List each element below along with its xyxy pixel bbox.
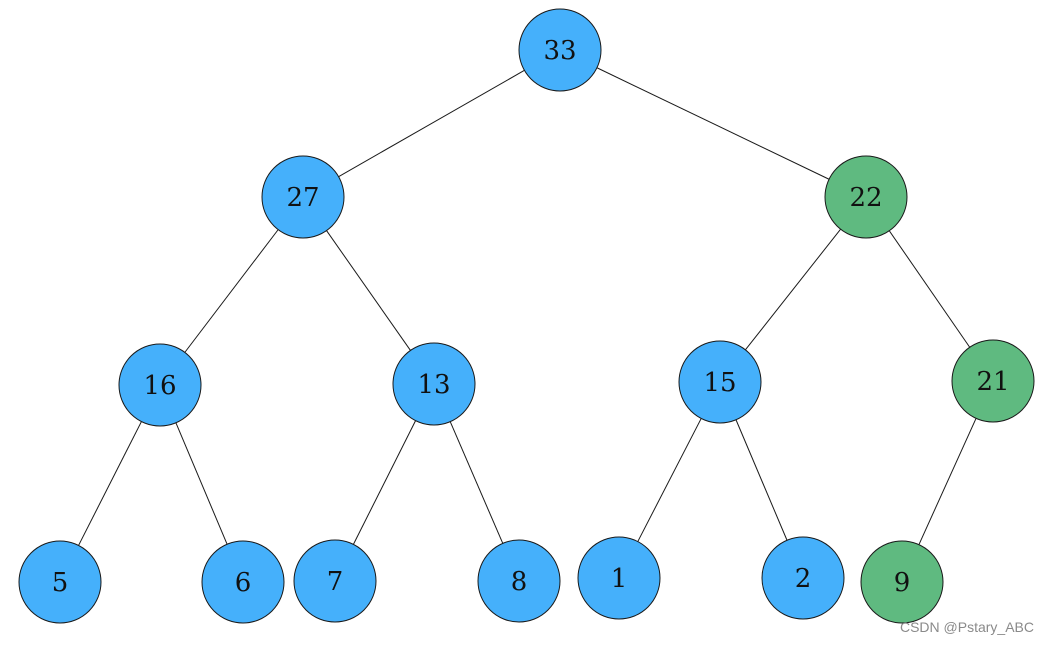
tree-node-33: 33 — [518, 8, 602, 92]
node-circle — [118, 343, 202, 427]
edge-n22-n21 — [888, 230, 971, 348]
tree-edges — [78, 67, 977, 546]
node-label: 1 — [611, 564, 628, 594]
tree-node-6: 6 — [201, 540, 285, 624]
tree-node-7: 7 — [293, 539, 377, 623]
node-circle — [824, 155, 908, 239]
tree-node-16: 16 — [118, 343, 202, 427]
edge-n16-n5 — [78, 421, 142, 546]
tree-node-15: 15 — [678, 340, 762, 424]
node-circle — [293, 539, 377, 623]
node-label: 27 — [286, 183, 319, 213]
node-circle — [201, 540, 285, 624]
node-label: 13 — [417, 370, 450, 400]
edge-n15-n2 — [735, 419, 788, 541]
node-label: 16 — [143, 371, 176, 401]
watermark-text: CSDN @Pstary_ABC — [899, 619, 1034, 635]
node-label: 21 — [976, 367, 1009, 397]
tree-node-1: 1 — [577, 536, 661, 620]
edge-n22-n15 — [745, 228, 841, 351]
node-circle — [761, 536, 845, 620]
edge-n15-n1 — [637, 418, 702, 542]
node-circle — [678, 340, 762, 424]
tree-node-22: 22 — [824, 155, 908, 239]
edge-n13-n8 — [449, 421, 504, 544]
node-label: 9 — [894, 568, 911, 598]
node-label: 6 — [235, 568, 252, 598]
tree-node-9: 9 — [860, 540, 944, 624]
node-circle — [951, 339, 1035, 423]
edge-n33-n27 — [338, 69, 525, 178]
edge-n27-n13 — [326, 230, 411, 351]
node-label: 22 — [849, 183, 882, 213]
tree-node-5: 5 — [18, 540, 102, 624]
node-label: 33 — [543, 36, 576, 66]
node-label: 15 — [703, 368, 736, 398]
node-label: 8 — [511, 567, 528, 597]
edge-n27-n16 — [184, 229, 279, 353]
tree-node-21: 21 — [951, 339, 1035, 423]
tree-nodes: 33 27 22 16 13 15 21 5 6 7 8 1 2 9 — [18, 8, 1035, 624]
edge-n21-n9 — [918, 418, 977, 545]
node-circle — [261, 155, 345, 239]
node-circle — [477, 539, 561, 623]
node-label: 5 — [52, 568, 69, 598]
node-circle — [18, 540, 102, 624]
tree-node-27: 27 — [261, 155, 345, 239]
node-circle — [577, 536, 661, 620]
edge-n33-n22 — [596, 67, 830, 180]
node-circle — [518, 8, 602, 92]
node-label: 2 — [795, 564, 812, 594]
edge-n16-n6 — [175, 422, 228, 545]
tree-node-13: 13 — [392, 342, 476, 426]
edge-n13-n7 — [352, 420, 417, 545]
tree-node-2: 2 — [761, 536, 845, 620]
node-circle — [860, 540, 944, 624]
node-circle — [392, 342, 476, 426]
node-label: 7 — [327, 567, 344, 597]
tree-node-8: 8 — [477, 539, 561, 623]
